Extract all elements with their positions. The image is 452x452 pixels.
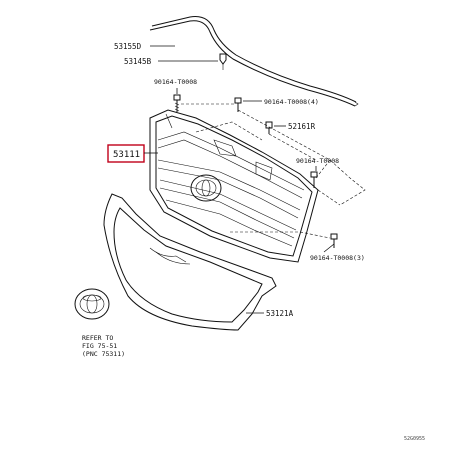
bolt-lower[interactable] <box>330 233 338 248</box>
bolt-right[interactable] <box>310 171 318 188</box>
label-bolt-upper[interactable]: 90164-T0008(4) <box>264 98 319 106</box>
label-bolt-right[interactable]: 90164-T0008 <box>296 157 339 165</box>
label-bolt-lower[interactable]: 90164-T0008(3) <box>310 254 365 262</box>
front-grille-53111[interactable] <box>149 109 319 263</box>
diagram-code: 52G0955 <box>404 436 425 442</box>
label-53155d[interactable]: 53155D <box>114 42 142 51</box>
emblem-reference[interactable] <box>74 288 110 320</box>
label-53145b[interactable]: 53145B <box>124 57 152 66</box>
label-53111: 53111 <box>113 150 140 160</box>
reference-line-3: (PNC 75311) <box>82 350 125 358</box>
clip-53145b[interactable] <box>219 53 227 70</box>
label-52161r[interactable]: 52161R <box>288 122 316 131</box>
label-bolt-left[interactable]: 90164-T0008 <box>154 78 197 86</box>
reference-line-1: REFER TO <box>82 334 113 342</box>
label-53111-box[interactable]: 53111 <box>107 144 145 163</box>
grille-cover-53121a[interactable] <box>103 193 277 331</box>
label-53121a[interactable]: 53121A <box>266 309 294 318</box>
bolt-left[interactable] <box>173 94 181 112</box>
bolt-upper[interactable] <box>234 97 242 112</box>
hood-molding-53155d[interactable] <box>149 16 359 107</box>
reference-line-2: FIG 75-51 <box>82 342 117 350</box>
